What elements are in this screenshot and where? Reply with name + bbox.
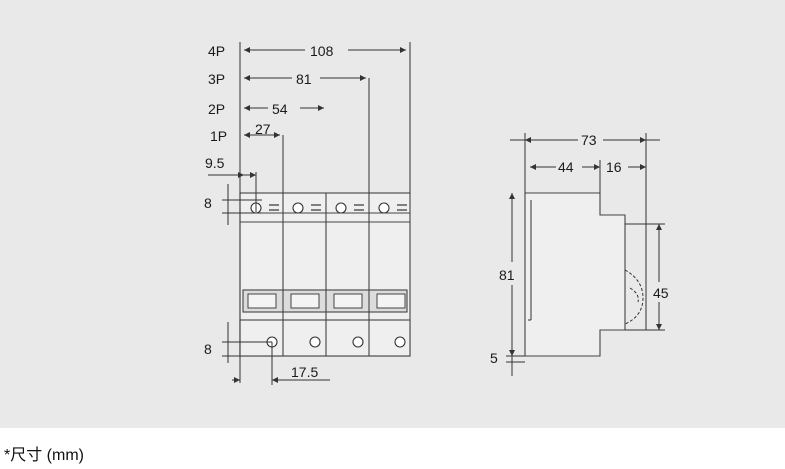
- dim-width-3p: 81: [296, 71, 312, 87]
- pole-label-4p: 4P: [208, 43, 225, 59]
- side-view: [524, 192, 644, 357]
- dim-total-depth: 73: [581, 132, 597, 148]
- screw-icon: [309, 336, 321, 348]
- side-dimensions: [506, 133, 665, 376]
- dim-depth-front: 44: [558, 159, 574, 175]
- screw-icon: [394, 336, 406, 348]
- handle-strip: [242, 289, 408, 313]
- dim-pole-pitch: 17.5: [291, 364, 318, 380]
- screw-icon: [378, 202, 390, 214]
- side-profile: [524, 192, 626, 357]
- dim-height: 81: [499, 267, 515, 283]
- dim-bottom-offset: 5: [490, 350, 498, 366]
- dim-width-4p: 108: [310, 43, 334, 59]
- front-view: [239, 192, 411, 357]
- dim-width-2p: 54: [272, 101, 288, 117]
- pole-label-2p: 2P: [208, 101, 225, 117]
- dim-depth-step: 16: [606, 159, 622, 175]
- screw-icon: [352, 336, 364, 348]
- pole-label-1p: 1P: [210, 128, 227, 144]
- dim-rail-height: 45: [653, 285, 669, 301]
- screw-icon: [335, 202, 347, 214]
- units-footnote: *尺寸 (mm): [4, 447, 84, 464]
- pole-label-3p: 3P: [208, 71, 225, 87]
- drawing-panel: 4P 3P 2P 1P 108 81 54 27 9.5 8 8 17.5: [0, 0, 785, 428]
- front-dimensions: [208, 42, 411, 385]
- dimension-drawing: 4P 3P 2P 1P 108 81 54 27 9.5 8 8 17.5: [204, 42, 669, 385]
- dim-top-terminal-height: 8: [204, 195, 212, 211]
- screw-icon: [292, 202, 304, 214]
- bottom-terminal-strip: [239, 319, 411, 357]
- dim-width-1p: 27: [255, 121, 271, 137]
- dim-bottom-terminal-height: 8: [204, 341, 212, 357]
- dim-terminal-offset: 9.5: [205, 155, 225, 171]
